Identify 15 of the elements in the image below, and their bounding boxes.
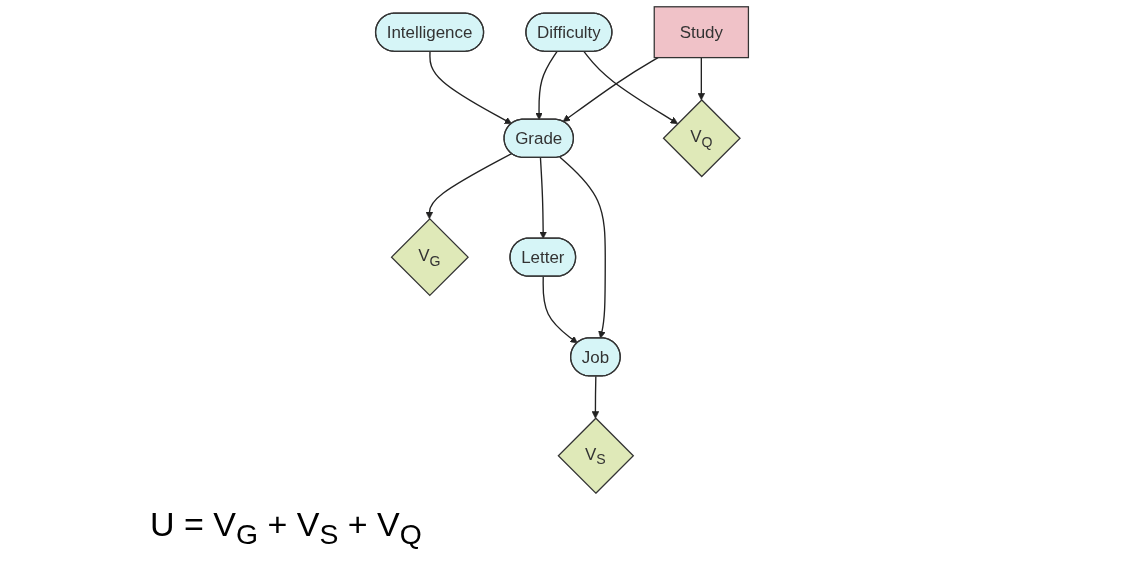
arrow xyxy=(697,56,706,101)
arrow xyxy=(562,56,659,122)
node-diamond: V$_{Q}$ xyxy=(662,99,741,178)
node-diamond: V$_{G}$ xyxy=(390,217,469,297)
arrow xyxy=(583,51,678,124)
arrow xyxy=(535,51,558,120)
arrow xyxy=(591,375,600,419)
node-box: Study xyxy=(653,6,750,59)
arrow xyxy=(542,275,578,344)
arrow xyxy=(429,51,513,125)
node-diamond: V$_{S}$ xyxy=(557,417,635,495)
arrow xyxy=(559,156,606,339)
arrow xyxy=(539,157,547,239)
arrow xyxy=(425,152,513,220)
utility-formula: U = V$_{G}$ + V$_{S}$ + V$_{Q}$ xyxy=(150,505,422,551)
